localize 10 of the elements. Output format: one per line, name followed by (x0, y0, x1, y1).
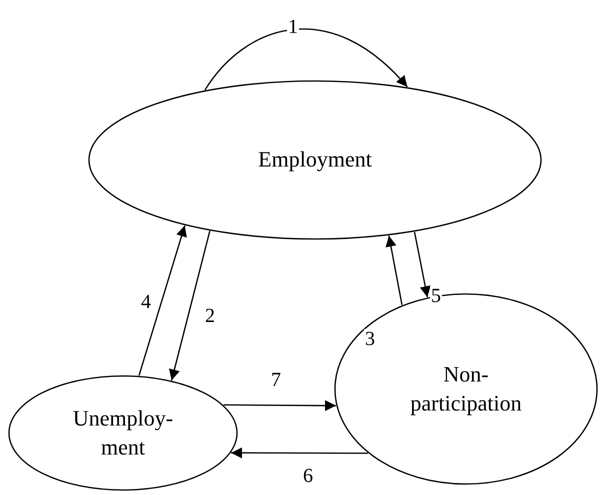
state-label: Unemploy- ment (72, 404, 174, 461)
arrow (224, 400, 336, 412)
state-label: Employment (257, 146, 373, 174)
arrow (414, 232, 431, 298)
state-label: Non- participation (409, 360, 523, 418)
arrow (169, 230, 210, 381)
arrow (138, 225, 187, 376)
arrow (204, 28, 408, 90)
arrow (231, 447, 368, 458)
arrow (386, 236, 403, 306)
